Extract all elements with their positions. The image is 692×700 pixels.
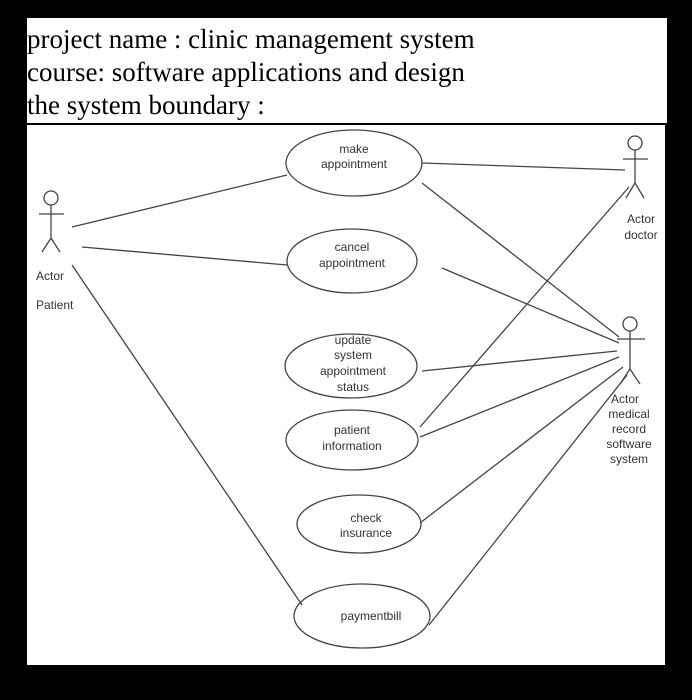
use-case-cancel-appointment [286,228,418,294]
link-info-doctor [419,186,630,428]
update-status-label-4: status [337,380,369,394]
header-panel: project name : clinic management system … [27,18,667,123]
records-actor-name-4: system [610,452,648,466]
link-make-records [421,182,620,338]
link-patient-make [71,174,288,228]
doctor-actor-role: Actor [627,212,655,226]
link-info-records [419,356,620,438]
records-actor-role: Actor [611,392,639,406]
use-case-patient-information [285,409,419,471]
cancel-appointment-label-1: cancel [335,240,370,254]
project-name-line: project name : clinic management system [27,24,475,54]
course-line: course: software applications and design [27,57,465,87]
cancel-appointment-label-2: appointment [319,256,386,270]
link-insurance-records [419,366,624,524]
link-make-doctor [421,162,626,171]
doctor-actor-icon [623,135,648,199]
patient-actor-name: Patient [36,298,74,312]
use-case-make-appointment [285,129,423,197]
patient-actor-role: Actor [36,269,64,283]
link-patient-payment [71,264,303,606]
link-cancel-records [441,267,620,344]
records-actor-name-2: record [612,422,646,436]
records-actor-name-3: software [606,437,652,451]
patient-actor-icon [39,190,64,253]
records-actor-name-1: medical [608,407,649,421]
link-patient-cancel [81,246,288,266]
check-insurance-label-2: insurance [340,526,392,540]
check-insurance-label-1: check [350,511,382,525]
use-case-diagram: Actor Patient Actor doctor Actor medical… [27,125,665,665]
make-appointment-label-2: appointment [321,157,388,171]
update-status-label-1: update [335,333,372,347]
use-case-update-status [284,333,418,399]
patient-information-label-2: information [322,439,381,453]
patient-information-label-1: patient [334,423,371,437]
doctor-actor-name: doctor [624,228,657,242]
update-status-label-2: system [334,348,372,362]
use-case-check-insurance [296,494,422,554]
paymentbill-label: paymentbill [341,609,402,623]
update-status-label-3: appointment [320,364,387,378]
link-payment-records [428,374,628,626]
make-appointment-label-1: make [339,142,369,156]
system-boundary-line: the system boundary : [27,90,265,120]
use-case-paymentbill [293,583,431,649]
records-actor-icon [617,316,645,385]
link-update-records [421,350,618,372]
